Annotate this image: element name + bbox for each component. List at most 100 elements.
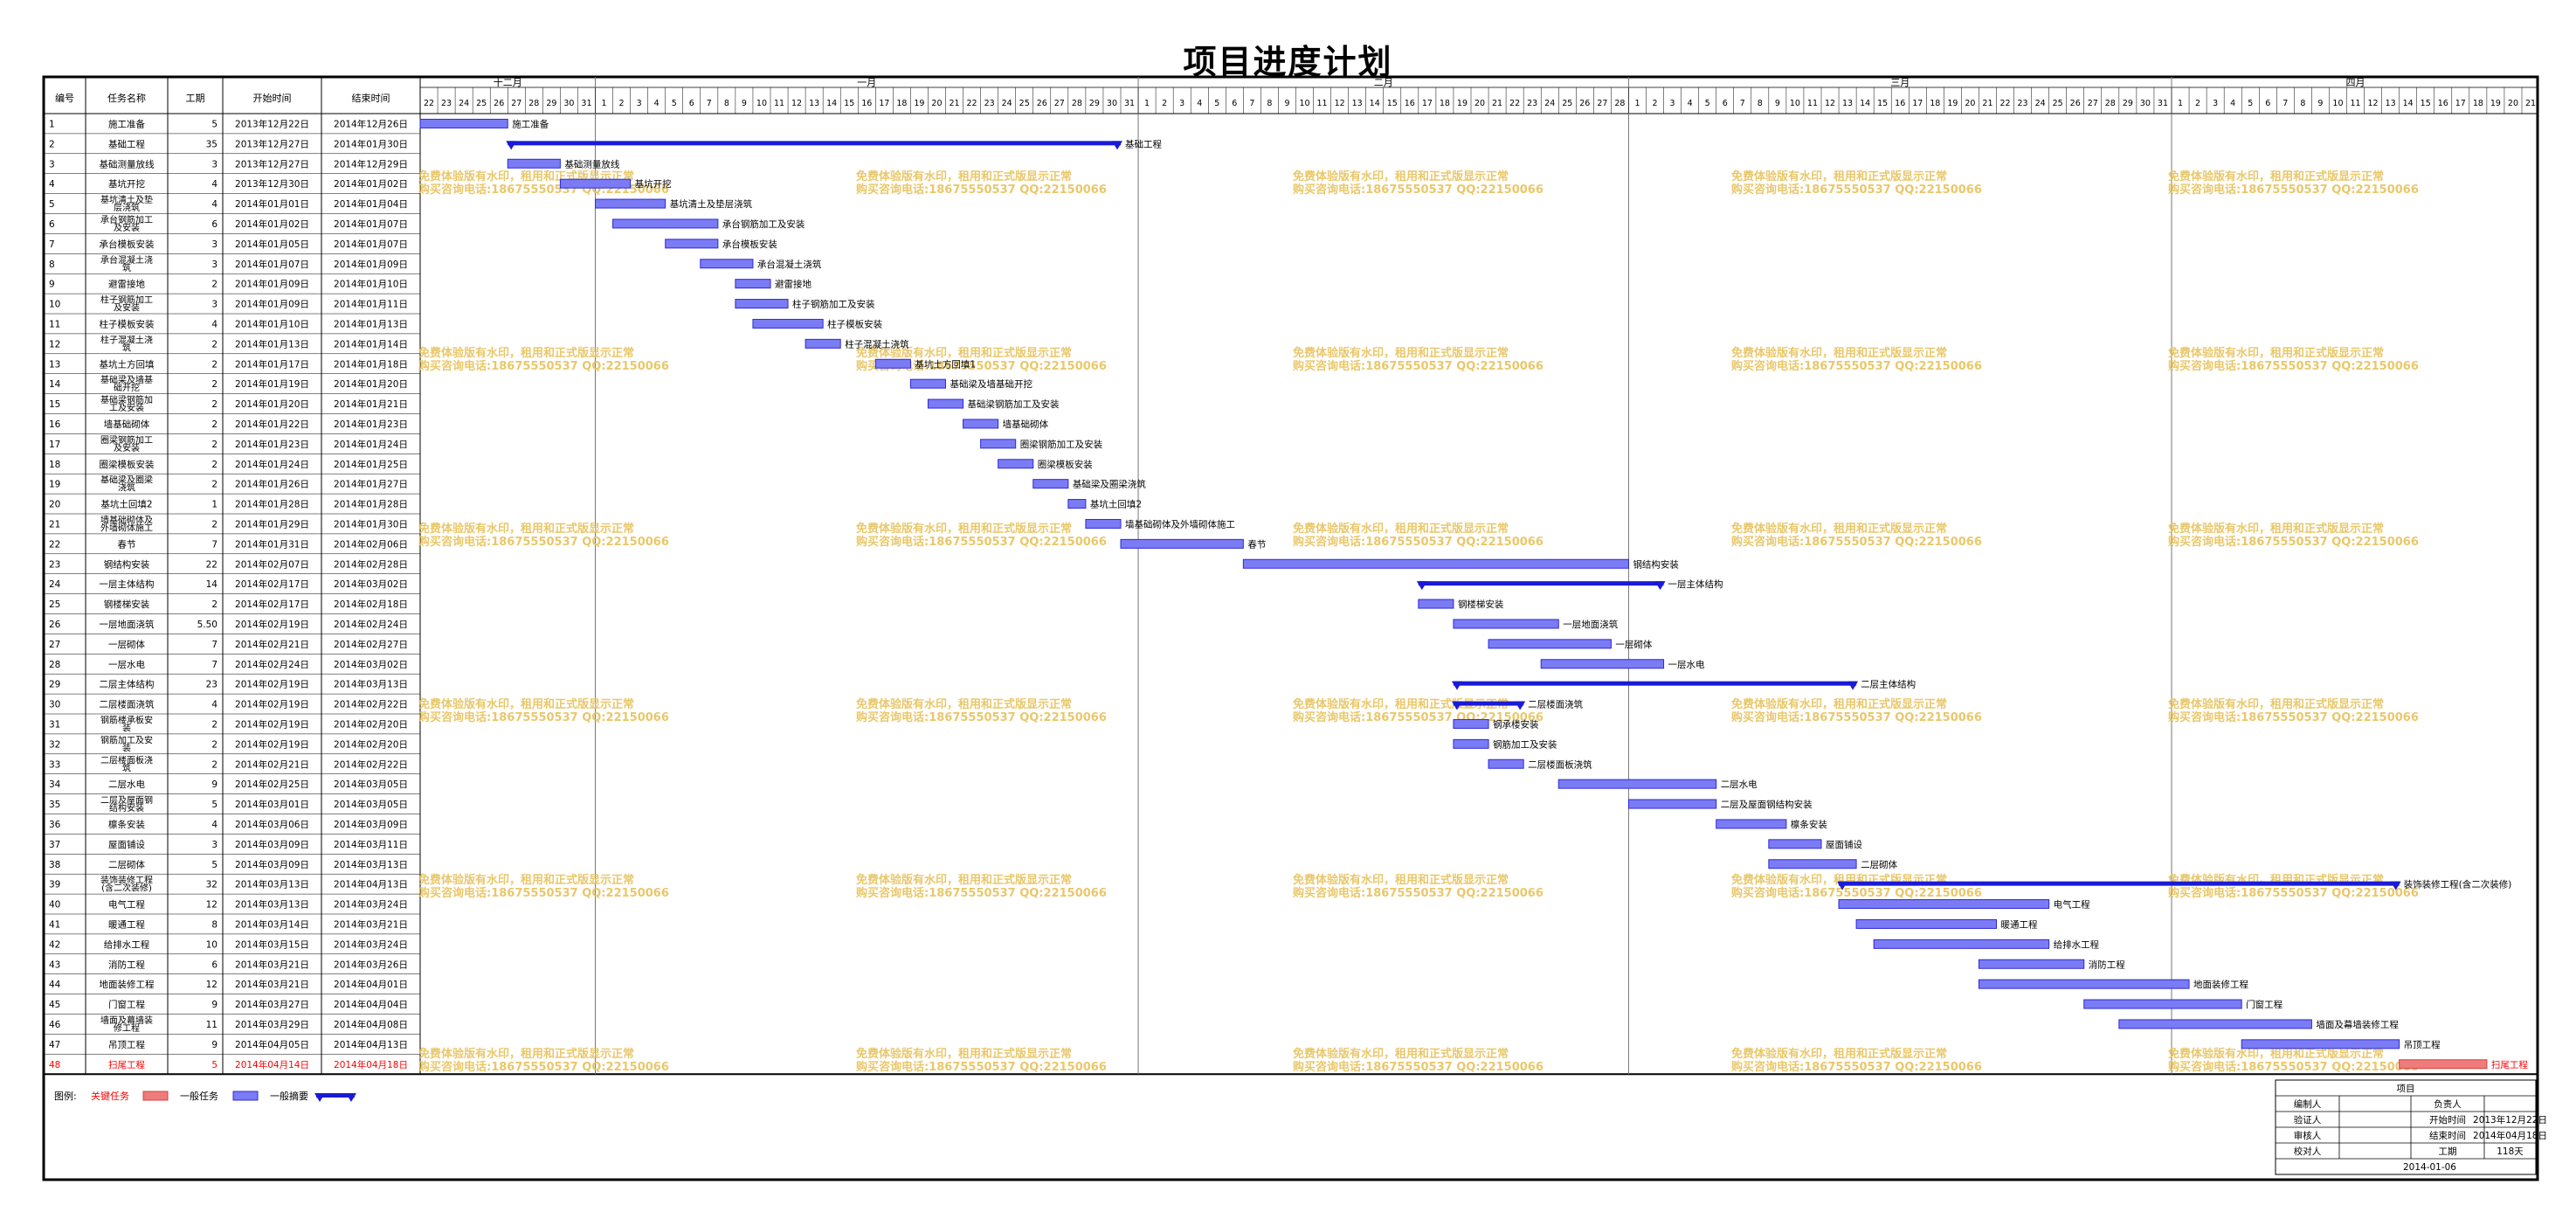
task-start: 2013年12月27日: [235, 138, 309, 149]
task-id: 20: [49, 500, 60, 510]
watermark-line2: 购买咨询电话:18675550537 QQ:22150066: [2168, 1060, 2419, 1074]
task-id: 40: [49, 900, 60, 911]
watermark-line2: 购买咨询电话:18675550537 QQ:22150066: [1293, 886, 1544, 900]
task-name: 墙基础砌体及外墙砌体施工: [100, 514, 153, 533]
task-id: 3: [49, 159, 55, 170]
day-tick-label: 12: [1825, 99, 1835, 108]
task-duration: 32: [206, 880, 218, 890]
watermark-line2: 购买咨询电话:18675550537 QQ:22150066: [1731, 886, 1982, 900]
task-id: 25: [49, 599, 60, 610]
day-tick-label: 19: [1947, 99, 1958, 108]
day-tick-label: 20: [1965, 99, 1975, 108]
task-name: 给排水工程: [104, 938, 150, 950]
day-tick-label: 3: [2213, 99, 2218, 108]
task-start: 2014年01月10日: [235, 318, 309, 329]
task-start: 2014年02月17日: [235, 599, 309, 610]
watermark-line1: 免费体验版有水印，租用和正式版显示正常: [1293, 346, 1509, 360]
task-name: 地面装修工程: [100, 979, 155, 990]
watermark-line2: 购买咨询电话:18675550537 QQ:22150066: [1293, 183, 1544, 197]
task-id: 21: [49, 519, 60, 530]
task-end: 2014年01月21日: [334, 398, 408, 410]
watermark-line1: 免费体验版有水印，租用和正式版显示正常: [856, 170, 1072, 184]
day-tick-label: 10: [2332, 99, 2343, 108]
task-end: 2014年03月11日: [334, 839, 408, 850]
task-name: 墙基础砌体: [104, 419, 150, 430]
task-duration: 5.50: [197, 620, 218, 630]
task-id: 12: [49, 339, 60, 350]
day-tick-label: 9: [2317, 99, 2323, 108]
watermark-line1: 免费体验版有水印，租用和正式版显示正常: [418, 697, 634, 711]
task-duration: 3: [211, 239, 218, 250]
task-end: 2014年01月07日: [334, 218, 408, 230]
task-start: 2014年03月29日: [235, 1019, 309, 1030]
watermark-line2: 购买咨询电话:18675550537 QQ:22150066: [1293, 359, 1544, 373]
task-bar-label: 门窗工程: [2246, 999, 2282, 1010]
task-name: 檩条安装: [108, 819, 145, 830]
task-start: 2014年02月19日: [235, 718, 309, 730]
task-id: 30: [49, 700, 60, 710]
day-tick-label: 4: [1688, 99, 1693, 108]
task-duration: 2: [211, 719, 218, 730]
task-name: 二层楼面板浇筑: [100, 754, 153, 773]
task-start: 2014年01月09日: [235, 299, 309, 310]
day-tick-label: 11: [1807, 99, 1818, 108]
summary-bar: [1839, 881, 2400, 886]
day-tick-label: 16: [2438, 99, 2448, 108]
task-name: 基础测量放线: [100, 158, 155, 170]
task-bar: [2083, 999, 2242, 1009]
watermark-line2: 购买咨询电话:18675550537 QQ:22150066: [1731, 535, 1982, 549]
task-end: 2014年01月25日: [334, 459, 408, 470]
task-end: 2014年01月30日: [334, 138, 408, 149]
task-id: 1: [49, 119, 55, 129]
watermark-line1: 免费体验版有水印，租用和正式版显示正常: [1293, 873, 1509, 887]
task-bar: [1120, 538, 1244, 549]
task-start: 2014年01月17日: [235, 358, 309, 370]
summary-bar-start-cap: [1837, 881, 1848, 890]
day-tick-label: 14: [1860, 99, 1870, 108]
day-tick-label: 18: [1930, 99, 1940, 108]
task-start: 2014年03月01日: [235, 799, 309, 810]
day-tick-label: 19: [2490, 99, 2501, 108]
task-start: 2014年03月09日: [235, 839, 309, 850]
task-end: 2014年01月02日: [334, 178, 408, 190]
summary-bar-end-cap: [1515, 701, 1526, 710]
watermark-line1: 免费体验版有水印，租用和正式版显示正常: [856, 522, 1072, 536]
day-tick-label: 7: [1249, 99, 1254, 108]
task-name: 钢结构安装: [104, 558, 150, 570]
day-tick-label: 17: [1422, 99, 1433, 108]
day-tick-label: 28: [528, 99, 539, 108]
task-duration: 5: [211, 1060, 218, 1070]
task-duration: 4: [211, 820, 218, 830]
task-end: 2014年02月22日: [334, 758, 408, 770]
task-id: 15: [49, 399, 60, 410]
task-end: 2014年01月20日: [334, 378, 408, 390]
task-id: 41: [49, 919, 60, 930]
task-bar: [1418, 599, 1454, 609]
task-start: 2014年01月19日: [235, 378, 309, 390]
task-start: 2014年02月21日: [235, 758, 309, 770]
info-box-cell: 审核人: [2294, 1130, 2322, 1141]
watermark-line2: 购买咨询电话:18675550537 QQ:22150066: [2168, 359, 2419, 373]
task-bar: [1716, 819, 1787, 829]
task-end: 2014年03月13日: [334, 859, 408, 870]
task-bar-label: 基坑清土及垫层浇筑: [670, 198, 753, 210]
watermark-line1: 免费体验版有水印，租用和正式版显示正常: [1731, 697, 1947, 711]
day-tick-label: 10: [756, 99, 767, 108]
task-start: 2013年12月30日: [235, 178, 309, 190]
task-duration: 2: [211, 280, 218, 290]
task-bar: [559, 178, 632, 189]
summary-bar-end-cap: [1112, 141, 1122, 150]
task-id: 5: [49, 199, 55, 210]
day-tick-label: 10: [1299, 99, 1309, 108]
